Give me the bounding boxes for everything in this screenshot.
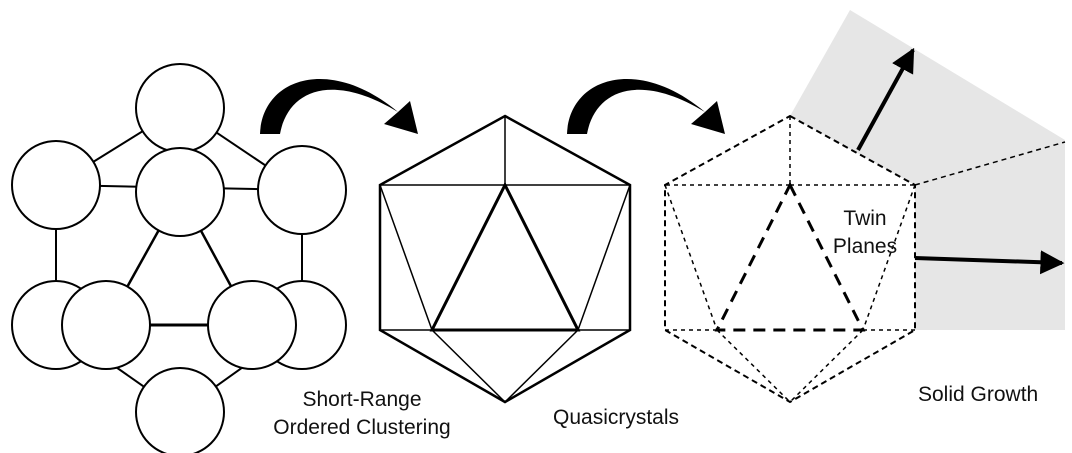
- cluster-label: Short-Range Ordered Clustering: [262, 386, 462, 442]
- twin-planes-line2: Planes: [832, 235, 898, 258]
- solid-growth-label: Solid Growth: [918, 383, 1039, 406]
- sphere-lower-right-front: [207, 280, 297, 370]
- sphere-bottom: [135, 367, 225, 453]
- sphere-top: [135, 63, 225, 153]
- growth-arrow-right: [914, 250, 1065, 275]
- sphere-lower-left-front: [61, 280, 151, 370]
- sphere-center: [135, 147, 225, 237]
- quasicrystals-label: Quasicrystals: [553, 406, 680, 429]
- sphere-right: [257, 145, 347, 235]
- quasicrystal-diagram: [378, 114, 632, 404]
- cluster-label-line2: Ordered Clustering: [273, 416, 451, 439]
- icosahedron-edges: [379, 116, 631, 403]
- growth-arrow-up: [856, 47, 915, 151]
- cluster-label-line1: Short-Range: [302, 388, 422, 411]
- growth-arrows: [856, 47, 1065, 275]
- twin-planes-label: Twin Planes: [820, 205, 910, 261]
- cluster-diagram: [11, 63, 347, 453]
- growth-region: [790, 10, 1066, 330]
- icosahedron-front-face: [429, 181, 581, 332]
- curved-arrow-1: [260, 78, 418, 134]
- curved-arrow-2: [567, 78, 725, 134]
- dashed-edges: [664, 116, 916, 403]
- twin-planes-line1: Twin: [843, 207, 887, 230]
- sphere-left: [11, 140, 101, 230]
- twin-icosahedron: [664, 114, 916, 404]
- twin-plane-face: [714, 181, 866, 332]
